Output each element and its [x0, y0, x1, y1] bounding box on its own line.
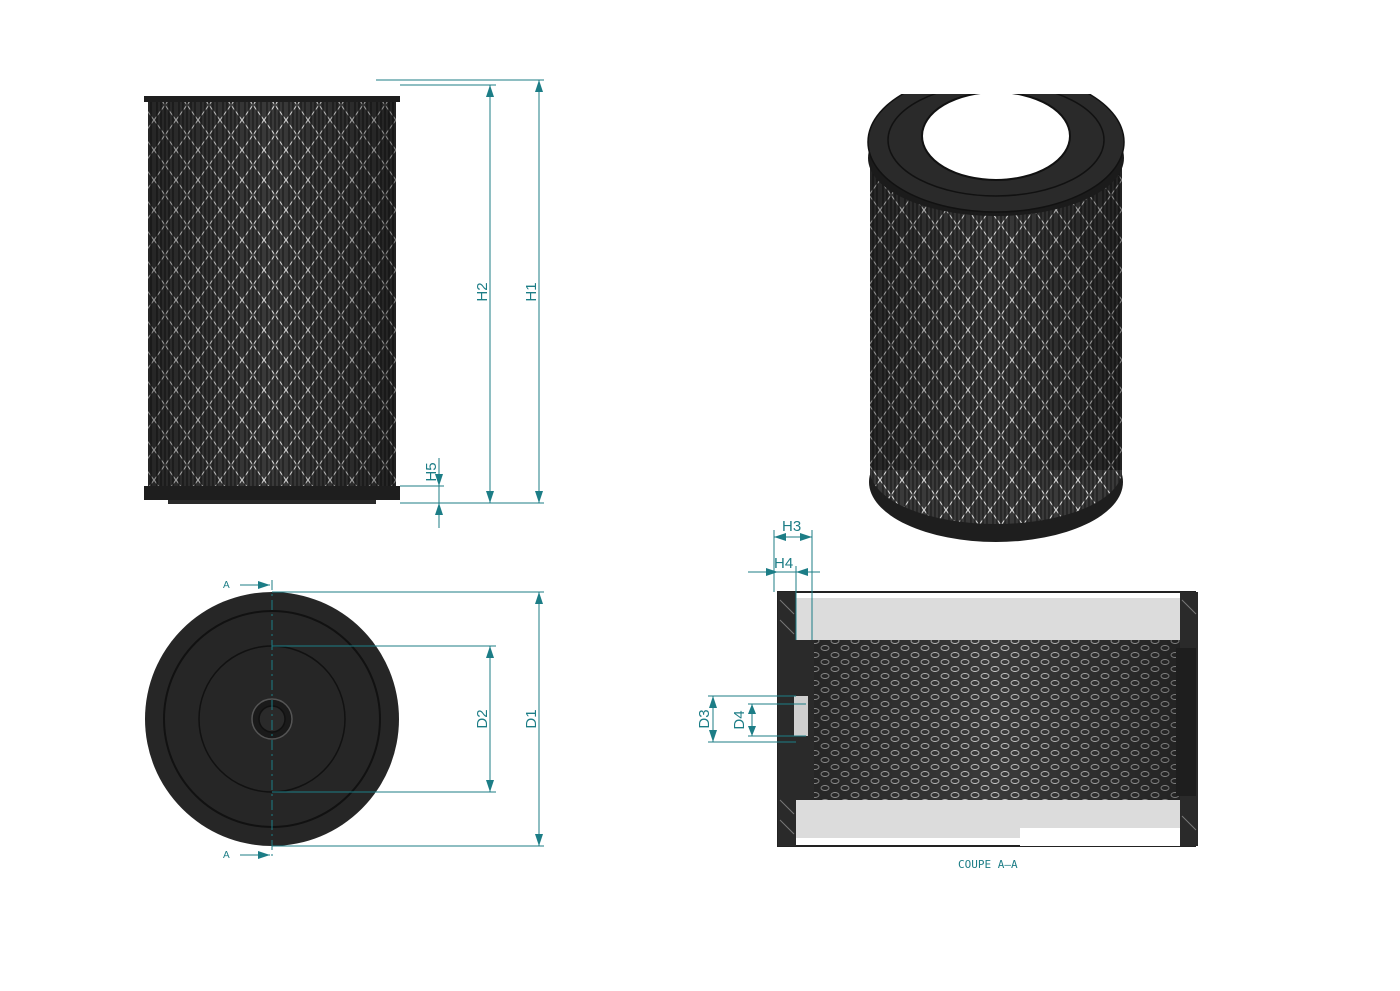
front-bottom-cap [144, 486, 400, 500]
iso-top-opening [921, 91, 1071, 181]
section-mark-top: A [223, 580, 230, 591]
label-d1: D1 [523, 709, 540, 728]
label-h4: H4 [774, 555, 793, 572]
top-view [145, 580, 399, 860]
front-view [144, 96, 400, 504]
section-caption: COUPE A–A [958, 858, 1018, 871]
section-view [777, 591, 1198, 847]
label-h5: H5 [423, 462, 440, 481]
section-markers: A A [223, 580, 270, 861]
label-d2: D2 [474, 709, 491, 728]
top-dimensions: D1 D2 [272, 591, 544, 847]
section-dimensions: H3 H4 D3 D4 [696, 518, 820, 743]
label-d4: D4 [731, 710, 748, 729]
front-dimensions: H1 H2 H5 [376, 79, 544, 528]
label-d3: D3 [696, 709, 713, 728]
front-top-cap [144, 96, 400, 102]
isometric-view [867, 56, 1125, 542]
section-left-cap [778, 592, 796, 846]
section-mark-bottom: A [223, 850, 230, 861]
label-h1: H1 [523, 282, 540, 301]
label-h2: H2 [474, 282, 491, 301]
label-h3: H3 [782, 518, 801, 535]
